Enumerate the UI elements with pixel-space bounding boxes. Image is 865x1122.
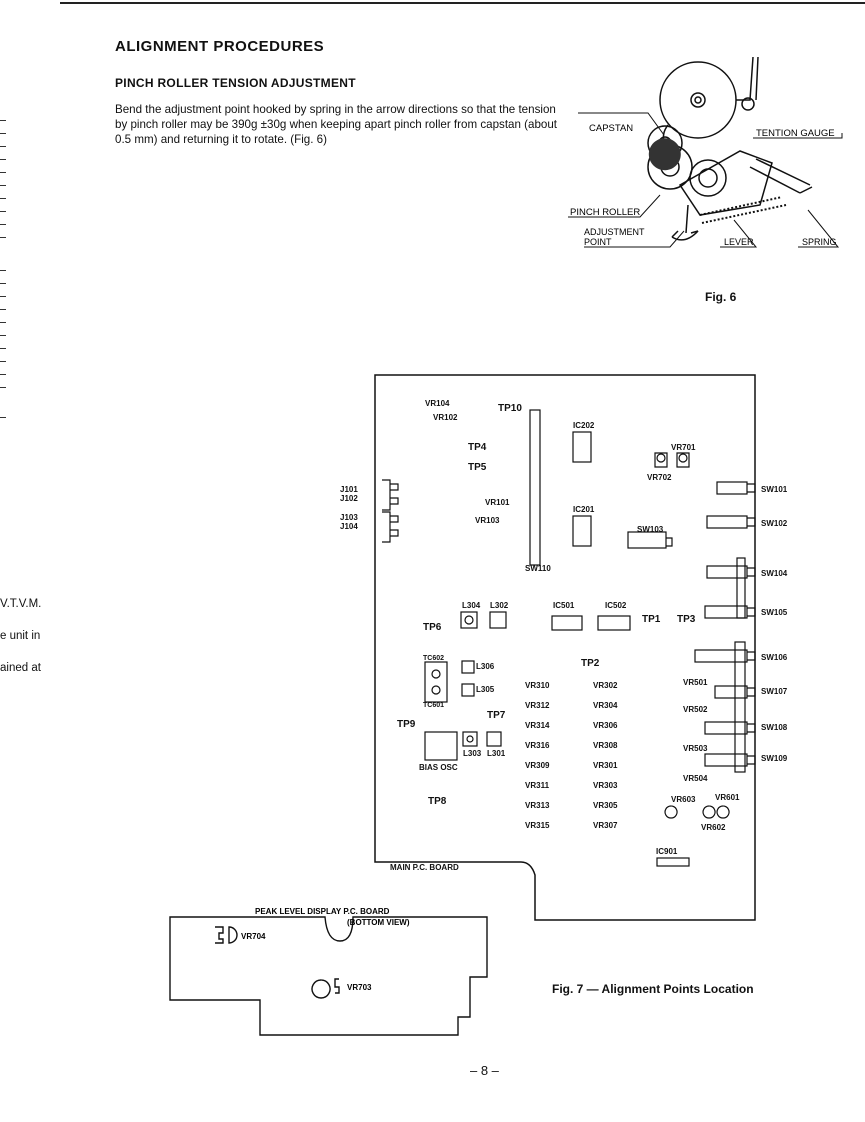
label-vr311: VR311 [525, 781, 550, 790]
label-vr306: VR306 [593, 721, 618, 730]
label-vr703: VR703 [347, 983, 372, 992]
label-spring: SPRING [802, 237, 837, 247]
label-point: POINT [584, 237, 612, 247]
label-ic202: IC202 [573, 421, 595, 430]
fig7-caption: Fig. 7 — Alignment Points Location [552, 982, 754, 996]
label-l306: L306 [476, 662, 495, 671]
label-tp7: TP7 [487, 710, 506, 721]
label-l302: L302 [490, 601, 509, 610]
label-tp5: TP5 [468, 462, 487, 473]
fig6-pinch-roller-diagram: CAPSTAN TENTION GAUGE PINCH ROLLER ADJUS… [568, 56, 843, 248]
clipped-text-1: V.T.V.M. [0, 598, 42, 610]
label-l301: L301 [487, 749, 506, 758]
label-sw102: SW102 [761, 519, 788, 528]
label-sw101: SW101 [761, 485, 788, 494]
label-vr316: VR316 [525, 741, 550, 750]
label-vr501: VR501 [683, 678, 708, 687]
label-l304: L304 [462, 601, 481, 610]
label-vr503: VR503 [683, 744, 708, 753]
label-vr308: VR308 [593, 741, 618, 750]
label-vr313: VR313 [525, 801, 550, 810]
label-tp1: TP1 [642, 614, 661, 625]
label-l303: L303 [463, 749, 482, 758]
label-sw103: SW103 [637, 525, 664, 534]
section-heading: PINCH ROLLER TENSION ADJUSTMENT [115, 76, 356, 90]
label-vr104: VR104 [425, 399, 450, 408]
label-ic901: IC901 [656, 847, 678, 856]
label-tc602: TC602 [423, 655, 444, 662]
label-j102: J102 [340, 494, 358, 503]
label-vr301: VR301 [593, 761, 618, 770]
label-vr304: VR304 [593, 701, 618, 710]
label-vr303: VR303 [593, 781, 618, 790]
label-vr701: VR701 [671, 443, 696, 452]
label-sw107: SW107 [761, 687, 788, 696]
label-vr102: VR102 [433, 413, 458, 422]
label-vr309: VR309 [525, 761, 550, 770]
label-tention-gauge: TENTION GAUGE [756, 128, 835, 139]
label-vr702: VR702 [647, 473, 672, 482]
label-tp9: TP9 [397, 719, 416, 730]
label-adjustment: ADJUSTMENT [584, 227, 645, 237]
label-sw109: SW109 [761, 754, 788, 763]
label-sw104: SW104 [761, 569, 788, 578]
label-vr310: VR310 [525, 681, 550, 690]
label-vr101: VR101 [485, 498, 510, 507]
label-j104: J104 [340, 522, 358, 531]
instruction-paragraph: Bend the adjustment point hooked by spri… [115, 103, 558, 146]
label-vr603: VR603 [671, 795, 696, 804]
label-sw106: SW106 [761, 653, 788, 662]
label-vr307: VR307 [593, 821, 618, 830]
main-pc-board-diagram: VR104 VR102 TP10 TP4 TP5 IC202 VR701 VR7… [340, 374, 788, 921]
label-tp10: TP10 [498, 403, 522, 414]
page-number: – 8 – [470, 1063, 499, 1078]
clipped-text-2: e unit in [0, 630, 41, 642]
label-vr601: VR601 [715, 793, 740, 802]
label-vr312: VR312 [525, 701, 550, 710]
label-lever: LEVER [724, 237, 754, 247]
label-vr315: VR315 [525, 821, 550, 830]
label-j103: J103 [340, 513, 358, 522]
label-vr502: VR502 [683, 705, 708, 714]
page-heading: ALIGNMENT PROCEDURES [115, 38, 325, 55]
top-rule [60, 2, 865, 4]
bottom-view-label: (BOTTOM VIEW) [347, 918, 410, 927]
clipped-text-3: ained at [0, 662, 41, 674]
label-ic501: IC501 [553, 601, 575, 610]
label-tp2: TP2 [581, 658, 600, 669]
label-capstan: CAPSTAN [589, 123, 633, 134]
label-j101: J101 [340, 485, 358, 494]
label-vr103: VR103 [475, 516, 500, 525]
label-pinch-roller: PINCH ROLLER [570, 207, 640, 218]
label-tp6: TP6 [423, 622, 442, 633]
label-ic502: IC502 [605, 601, 627, 610]
label-l305: L305 [476, 685, 495, 694]
label-sw110: SW110 [525, 564, 551, 573]
label-vr602: VR602 [701, 823, 726, 832]
label-sw108: SW108 [761, 723, 788, 732]
label-tp4: TP4 [468, 442, 487, 453]
label-tp3: TP3 [677, 614, 696, 625]
fig6-caption: Fig. 6 [705, 290, 737, 304]
label-vr314: VR314 [525, 721, 550, 730]
label-vr302: VR302 [593, 681, 618, 690]
label-vr704: VR704 [241, 932, 266, 941]
display-board-label: PEAK LEVEL DISPLAY P.C. BOARD [255, 907, 390, 916]
label-vr305: VR305 [593, 801, 618, 810]
label-tc601: TC601 [423, 702, 444, 709]
main-board-label: MAIN P.C. BOARD [390, 863, 459, 872]
label-vr504: VR504 [683, 774, 708, 783]
label-ic201: IC201 [573, 505, 595, 514]
label-tp8: TP8 [428, 796, 447, 807]
label-sw105: SW105 [761, 608, 788, 617]
peak-level-display-board-diagram: PEAK LEVEL DISPLAY P.C. BOARD (BOTTOM VI… [169, 907, 488, 1036]
label-bias-osc: BIAS OSC [419, 763, 458, 772]
